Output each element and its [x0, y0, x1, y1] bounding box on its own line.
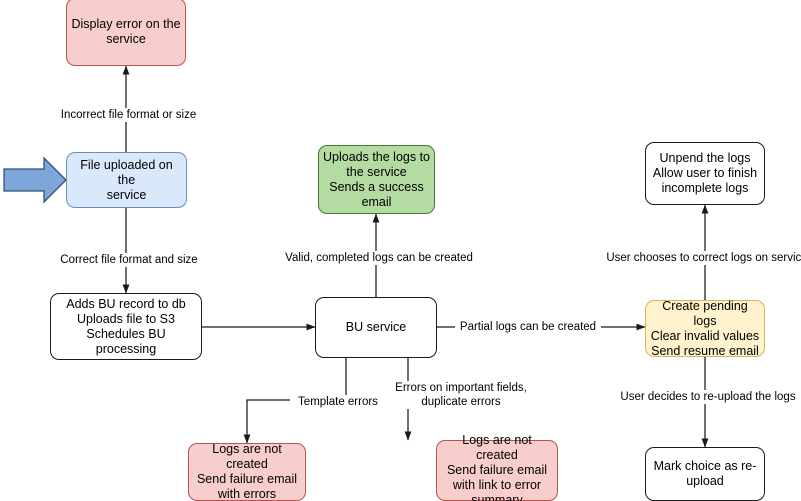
node-logs-not-created-template[interactable]: Logs are not created Send failure email … [188, 442, 306, 501]
node-uploads-logs[interactable]: Uploads the logs to the service Sends a … [318, 145, 435, 214]
edge-label-correct-on-service: User chooses to correct logs on service [603, 251, 801, 265]
edge-label-reupload: User decides to re-upload the logs [616, 390, 800, 404]
node-mark-reupload[interactable]: Mark choice as re- upload [645, 447, 765, 501]
node-unpend-logs[interactable]: Unpend the logs Allow user to finish inc… [645, 142, 765, 205]
node-adds-bu-record[interactable]: Adds BU record to db Uploads file to S3 … [50, 293, 202, 360]
node-create-pending-logs[interactable]: Create pending logs Clear invalid values… [645, 299, 765, 358]
edge-label-incorrect-format: Incorrect file format or size [49, 108, 208, 122]
edge-label-partial-logs: Partial logs can be created [455, 320, 601, 334]
node-bu-service[interactable]: BU service [315, 297, 437, 358]
node-logs-not-created-fields[interactable]: Logs are not created Send failure email … [436, 433, 558, 501]
node-display-error[interactable]: Display error on the service [66, 0, 186, 66]
edge-label-valid-logs: Valid, completed logs can be created [282, 251, 476, 265]
edge-label-template-errors: Template errors [290, 395, 386, 409]
edge-label-field-errors: Errors on important fields, duplicate er… [389, 381, 533, 409]
entry-arrow-icon [3, 156, 67, 204]
node-file-uploaded[interactable]: File uploaded on the service [66, 152, 187, 208]
edge-label-correct-format: Correct file format and size [52, 253, 206, 267]
